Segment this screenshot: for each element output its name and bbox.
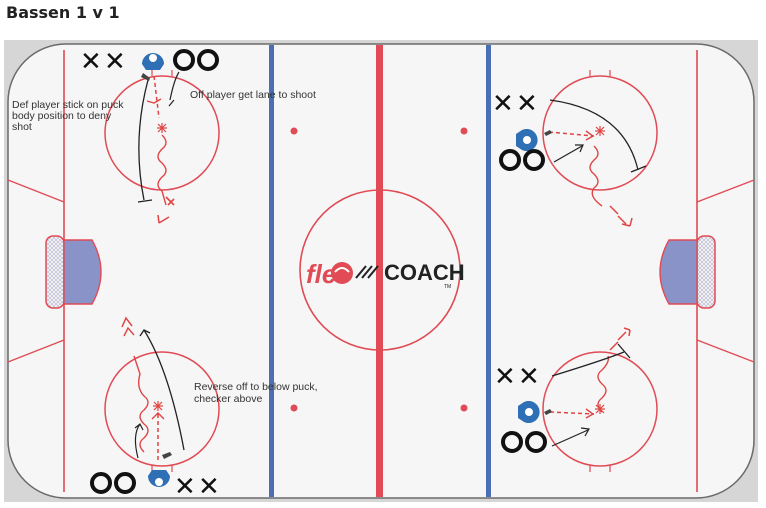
x-marker: ✕ (492, 89, 514, 119)
x-marker: ✕ (174, 472, 196, 502)
stick-icon (162, 452, 172, 459)
o-marker (197, 49, 219, 71)
stick-icon (544, 409, 552, 415)
neutral-dot (460, 404, 468, 412)
goal-left (45, 235, 102, 309)
x-marker: ✕ (198, 472, 220, 502)
trapezoid-line (696, 339, 755, 363)
trapezoid-line (7, 339, 65, 363)
faceoff-circle-left-top (104, 70, 220, 191)
page-title: Bassen 1 v 1 (6, 3, 120, 22)
o-marker (90, 472, 112, 494)
drill-bottom-left: ✕ ✕ (90, 316, 220, 502)
drill-top-left: ✕ ✕ (80, 47, 219, 224)
blue-line-right (486, 45, 491, 497)
center-circle (299, 189, 461, 351)
neutral-dot (290, 127, 298, 135)
note-off-player: Off player get lane to shoot (190, 89, 316, 101)
drill-bottom-right: ✕ ✕ (494, 327, 631, 453)
o-marker (501, 431, 523, 453)
x-marker: ✕ (516, 89, 538, 119)
trapezoid-line (696, 179, 755, 203)
faceoff-circle-right-top (542, 70, 658, 191)
note-reverse: Reverse off to below puck,checker above (194, 381, 318, 405)
o-marker (525, 431, 547, 453)
neutral-dot (290, 404, 298, 412)
o-marker (499, 149, 521, 171)
x-marker: ✕ (104, 47, 126, 77)
goal-right (659, 235, 716, 309)
x-marker: ✕ (80, 47, 102, 77)
stick-icon (544, 130, 552, 136)
svg-text:TM: TM (444, 284, 451, 290)
drill-top-right: ✕ ✕ (492, 89, 647, 227)
x-marker: ✕ (494, 362, 516, 392)
o-marker (523, 149, 545, 171)
flexcoach-logo: fle COACH TM (306, 259, 465, 290)
o-marker (114, 472, 136, 494)
faceoff-circle-right-bottom (542, 351, 658, 472)
x-marker: ✕ (518, 362, 540, 392)
svg-text:COACH: COACH (384, 260, 465, 285)
stick-icon (141, 73, 150, 81)
rink-diagram: fle COACH TM ✕ ✕ Def player stick on (7, 43, 755, 502)
o-marker (173, 49, 195, 71)
center-red-line (376, 45, 383, 497)
blue-line-left (269, 45, 274, 497)
neutral-dot (460, 127, 468, 135)
trapezoid-line (7, 179, 65, 203)
